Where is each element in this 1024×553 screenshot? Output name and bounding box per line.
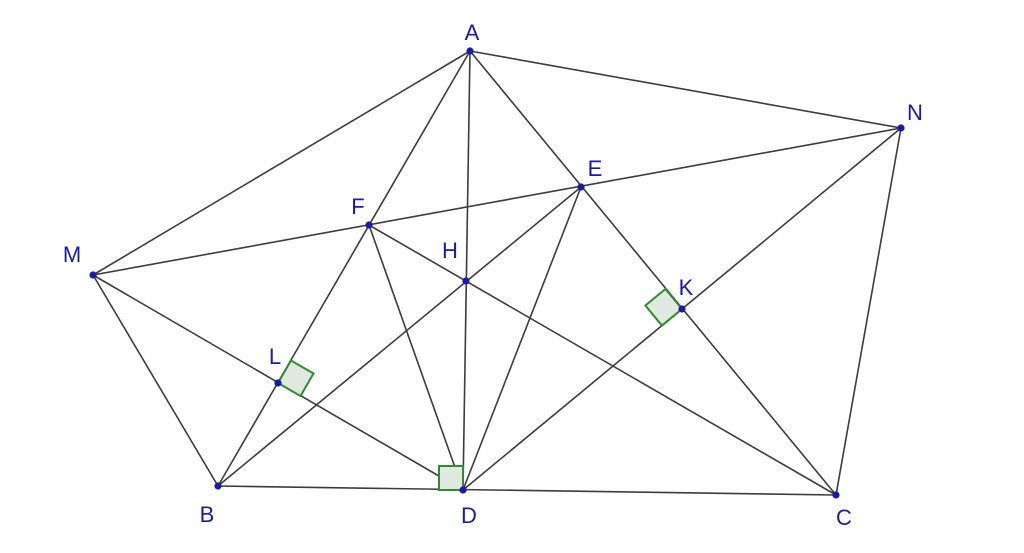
label-b: B — [200, 502, 215, 527]
label-k: K — [679, 275, 694, 300]
right-angle-d — [438, 465, 464, 491]
right-angle-l — [276, 359, 315, 398]
point-d — [459, 486, 467, 494]
segment-am — [92, 50, 471, 276]
label-a: A — [465, 20, 480, 45]
segment-bc — [217, 485, 837, 496]
segment-fd — [368, 224, 464, 491]
point-k — [678, 305, 686, 313]
segment-mn — [92, 127, 902, 276]
points-layer — [89, 47, 905, 499]
point-n — [897, 124, 905, 132]
right-angle-markers — [276, 287, 684, 491]
segment-an — [469, 50, 902, 129]
point-l — [274, 379, 282, 387]
label-n: N — [907, 100, 923, 125]
segment-ab — [217, 50, 471, 487]
segment-ad — [462, 50, 471, 491]
segment-cf — [368, 224, 837, 496]
label-c: C — [836, 505, 852, 530]
point-b — [214, 482, 222, 490]
point-a — [466, 47, 474, 55]
label-f: F — [351, 194, 364, 219]
label-d: D — [461, 503, 477, 528]
segment-be — [217, 186, 582, 487]
point-c — [832, 491, 840, 499]
segment-ac — [469, 50, 837, 496]
label-l: L — [269, 344, 281, 369]
point-h — [462, 277, 470, 285]
segment-mb — [92, 274, 219, 487]
right-angle-k — [643, 287, 684, 327]
point-f — [365, 221, 373, 229]
segment-nc — [835, 127, 902, 496]
point-e — [577, 183, 585, 191]
label-h: H — [442, 238, 458, 263]
label-e: E — [588, 156, 603, 181]
segment-ed — [462, 186, 582, 491]
label-m: M — [63, 242, 81, 267]
labels-layer: A B C D E F H K L M N — [63, 20, 923, 530]
segments-layer — [92, 50, 902, 496]
point-m — [89, 271, 97, 279]
